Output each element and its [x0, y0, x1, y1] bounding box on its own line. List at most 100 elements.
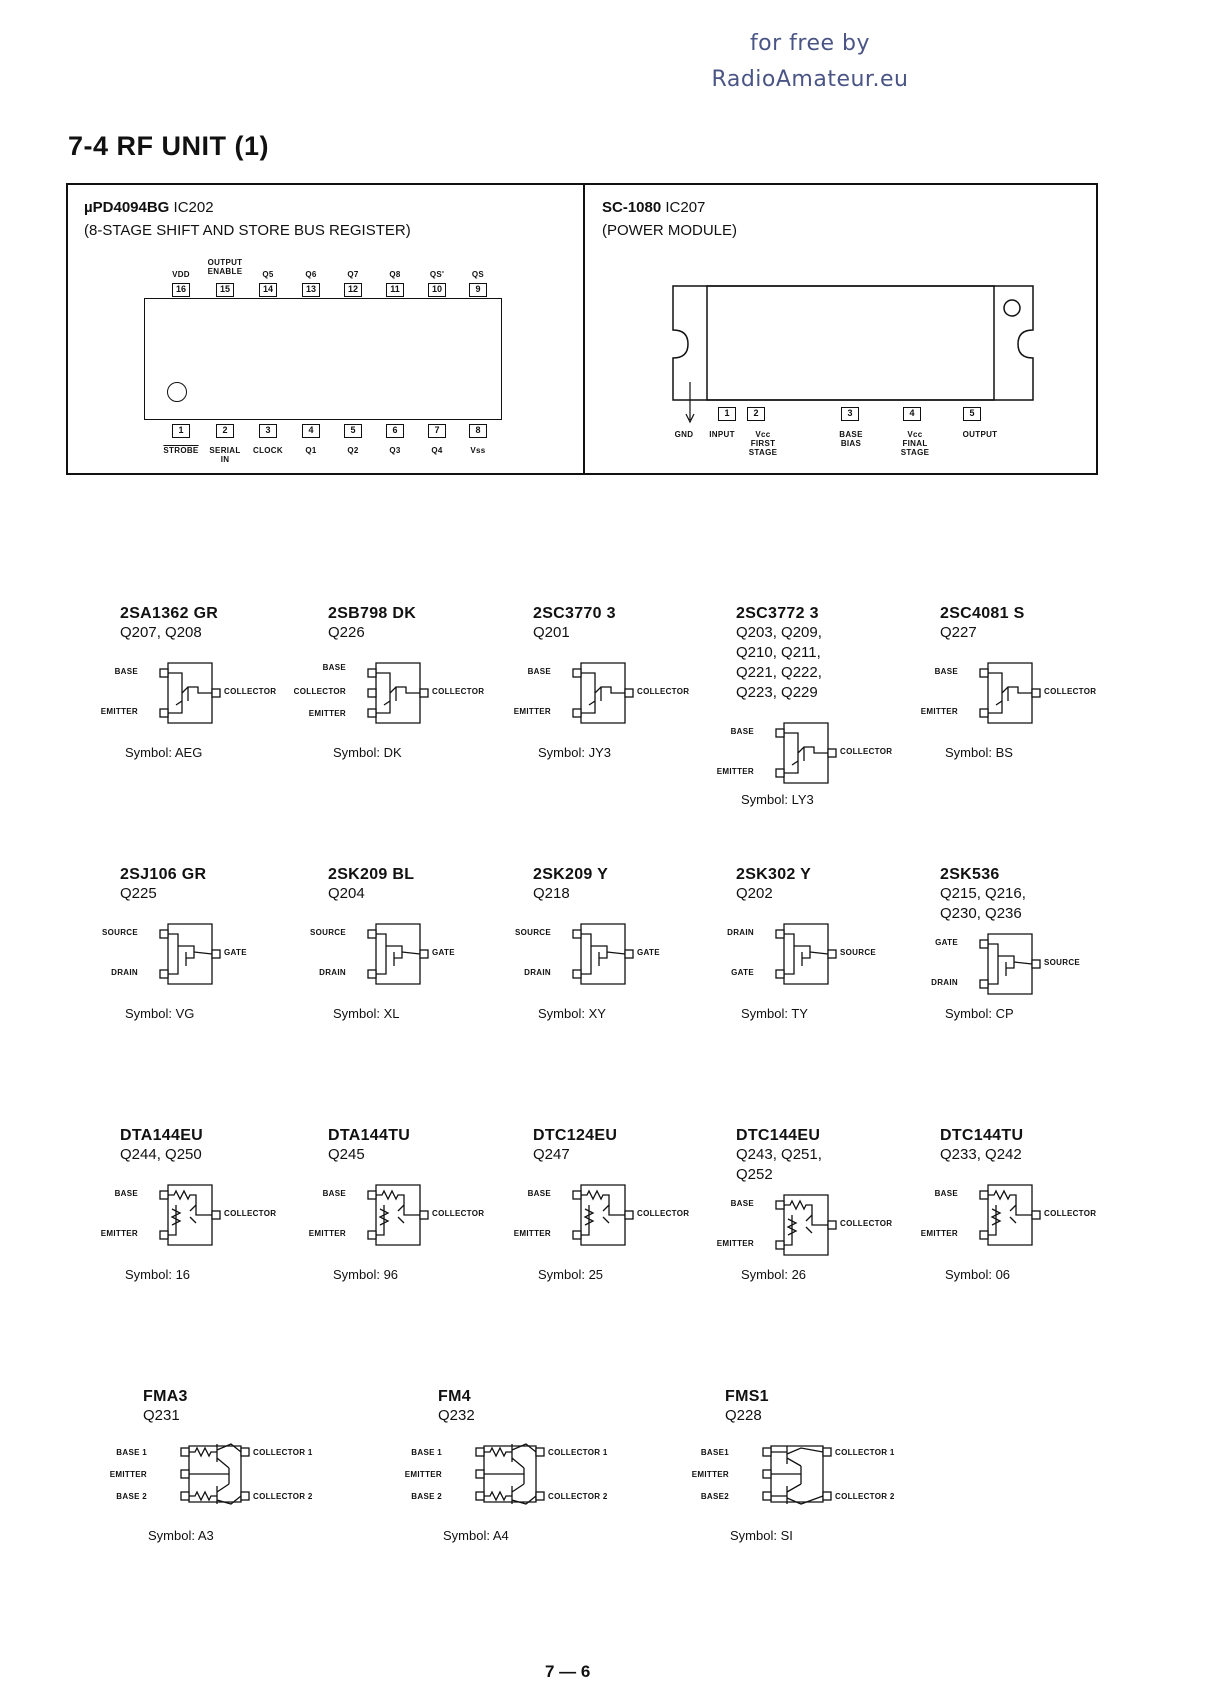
pin-label: DRAIN [319, 968, 346, 977]
pin-pad [240, 1491, 250, 1501]
package-body [580, 1184, 626, 1246]
pin-pad [979, 668, 989, 678]
pin-pad [775, 929, 785, 939]
pin-label: EMITTER [308, 1229, 346, 1238]
ic207-pin: 3 [841, 407, 859, 421]
part-refs: Q243, Q251, Q252 [736, 1146, 822, 1183]
package-body [987, 1184, 1033, 1246]
ic202-bottom-pin-label: CLOCK [253, 446, 283, 455]
digital-symbol-icon [775, 1194, 837, 1256]
pin-pad [1031, 688, 1041, 698]
pin-pad [159, 708, 169, 718]
symbol-stroke [168, 933, 213, 975]
pin-label: COLLECTOR 2 [835, 1492, 895, 1501]
pin-pad [367, 668, 377, 678]
pin-label: BASE 2 [411, 1492, 442, 1501]
pin-label: COLLECTOR 1 [835, 1448, 895, 1457]
pin-pad [240, 1447, 250, 1457]
pin-pad [367, 1230, 377, 1240]
ic202-top-pin-label: Q6 [305, 270, 317, 279]
pin-pad [572, 969, 582, 979]
pin-pad [827, 748, 837, 758]
symbol-code: Symbol: LY3 [741, 792, 814, 807]
pin-pad [535, 1447, 545, 1457]
pin-pad [180, 1491, 190, 1501]
part-refs: Q231 [143, 1407, 180, 1424]
symbol-code: Symbol: 26 [741, 1267, 807, 1282]
symbol-stroke [784, 1199, 828, 1246]
pin-pad [211, 688, 221, 698]
ic-panel [66, 183, 1098, 475]
pin-pad [572, 1230, 582, 1240]
ic202-bottom-pin: 7 [428, 424, 446, 438]
pin-label: SOURCE [514, 928, 551, 937]
pin-pad [367, 929, 377, 939]
ic202-bottom-pin-label: Vss [470, 446, 486, 455]
symbol-stroke [988, 1189, 1032, 1236]
symbol-stroke [784, 732, 828, 774]
pin-label: GATE [935, 938, 958, 947]
pin-label: EMITTER [100, 1229, 138, 1238]
symbol-code: Symbol: 16 [125, 1267, 191, 1282]
ic202-bottom-pin: 6 [386, 424, 404, 438]
package-body [167, 662, 213, 724]
pin-label: BASE 1 [116, 1448, 147, 1457]
pin-label: BASE1 [700, 1448, 729, 1457]
digital-symbol-icon [979, 1184, 1041, 1246]
ic202-bottom-pin: 1 [172, 424, 190, 438]
symbol-code: Symbol: 25 [538, 1267, 604, 1282]
ic207-title: SC-1080 IC207 [602, 199, 705, 216]
part-refs: Q204 [328, 885, 365, 902]
pin-label: EMITTER [109, 1470, 147, 1479]
pin-pad [775, 1200, 785, 1210]
part-refs: Q215, Q216, Q230, Q236 [940, 885, 1026, 922]
pin-pad [367, 708, 377, 718]
part-number: FM4 [438, 1388, 471, 1405]
symbol-code: Symbol: 96 [333, 1267, 399, 1282]
pin-pad [572, 929, 582, 939]
pin-label: GATE [432, 948, 455, 957]
ic207-name: SC-1080 [602, 199, 662, 216]
part-number: 2SK302 Y [736, 866, 812, 883]
pin-pad [822, 1447, 832, 1457]
ic202-bottom-pin-label: STROBE [163, 446, 199, 455]
package-body [167, 923, 213, 985]
symbol-code: Symbol: CP [945, 1006, 1014, 1021]
symbol-stroke [581, 933, 626, 975]
package-body [770, 1445, 824, 1503]
fet-symbol-icon [572, 923, 634, 985]
symbol-code: Symbol: AEG [125, 745, 203, 760]
bjt-symbol-icon [979, 662, 1041, 724]
symbol-code: Symbol: VG [125, 1006, 195, 1021]
part-number: DTC124EU [533, 1127, 618, 1144]
pin-pad [419, 688, 429, 698]
ic207-pin-label: OUTPUT [962, 430, 998, 439]
ic202-top-pin-label: Q7 [347, 270, 359, 279]
package-body [167, 1184, 213, 1246]
page-number: 7 — 6 [545, 1662, 591, 1681]
part-refs: Q245 [328, 1146, 365, 1163]
ic207-body [706, 285, 995, 401]
symbol-code: Symbol: BS [945, 745, 1013, 760]
digital-symbol-icon [159, 1184, 221, 1246]
pin-label: BASE [527, 667, 551, 676]
pin-label: COLLECTOR 2 [548, 1492, 608, 1501]
pin-label: COLLECTOR 1 [253, 1448, 313, 1457]
part-refs: Q244, Q250 [120, 1146, 202, 1163]
ic202-bottom-pin: 5 [344, 424, 362, 438]
symbol-stroke [581, 672, 625, 714]
package-body [987, 662, 1033, 724]
pin-label: GATE [637, 948, 660, 957]
